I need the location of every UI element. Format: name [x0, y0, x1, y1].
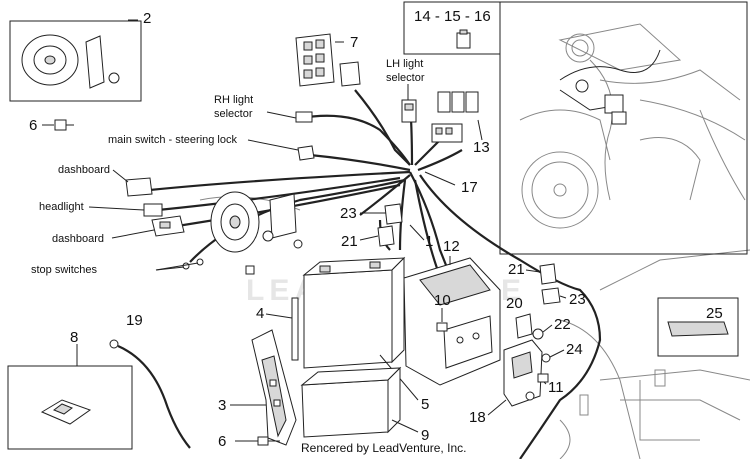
label-lh-light-2: selector — [386, 72, 425, 84]
label-dashboard-1: dashboard — [58, 164, 110, 176]
battery-tray-part-9 — [300, 366, 402, 438]
fuse-part — [456, 32, 471, 49]
callout-24: 24 — [566, 341, 583, 358]
callout-8: 8 — [70, 329, 78, 346]
callout-4: 4 — [256, 305, 264, 322]
callout-6-bottom: 6 — [218, 433, 226, 450]
callout-13: 13 — [473, 139, 490, 156]
callout-22: 22 — [554, 316, 571, 333]
callout-21-right: 21 — [508, 261, 525, 278]
dashboard-connector-1 — [125, 177, 153, 197]
rh-selector-connector — [295, 111, 313, 123]
screw-part-11 — [537, 373, 549, 383]
callout-3: 3 — [218, 397, 226, 414]
label-main-switch: main switch - steering lock — [108, 134, 237, 146]
callout-17: 17 — [461, 179, 478, 196]
label-headlight: headlight — [39, 201, 84, 213]
render-credit: Rencered by LeadVenture, Inc. — [301, 441, 466, 455]
pad-inset-box — [657, 297, 739, 357]
relay-21-right — [539, 263, 557, 285]
callout-18: 18 — [469, 409, 486, 426]
screw-6-top — [42, 119, 74, 131]
callout-2: 2 — [143, 10, 151, 27]
callout-21-center: 21 — [341, 233, 358, 250]
lh-selector-connector — [401, 99, 417, 123]
bracket-part-20 — [515, 313, 533, 339]
label-dashboard-2: dashboard — [52, 233, 104, 245]
callout-10: 10 — [434, 292, 451, 309]
label-stop-switches: stop switches — [31, 264, 98, 276]
regulator-part-18 — [503, 339, 543, 407]
callout-5: 5 — [421, 396, 429, 413]
label-lh-light-1: LH light — [386, 58, 423, 70]
strap-part-4 — [291, 297, 299, 361]
callout-11: 11 — [548, 379, 564, 396]
relay-21-23-center — [377, 203, 403, 247]
dashboard-connector-2 — [151, 215, 185, 237]
screw-horn-bottom — [245, 265, 255, 275]
bracket-part-3 — [251, 329, 297, 446]
main-switch-connector — [297, 145, 315, 161]
label-rh-light-1: RH light — [214, 94, 253, 106]
battery-part-5 — [302, 256, 406, 369]
clip-inset-box — [7, 344, 133, 450]
callout-6-top: 6 — [29, 117, 37, 134]
callout-12: 12 — [443, 238, 460, 255]
battery-holder-part-12 — [403, 257, 501, 386]
nut-part-24 — [541, 353, 551, 363]
callout-1: 1 — [425, 233, 433, 250]
horn-nut — [108, 72, 120, 84]
screw-6-bottom — [235, 436, 280, 446]
callout-7: 7 — [350, 34, 358, 51]
horn-bracket — [85, 35, 105, 89]
horn-inset-box — [9, 19, 142, 102]
callout-19: 19 — [126, 312, 143, 329]
callout-25: 25 — [706, 305, 723, 322]
callout-9: 9 — [421, 427, 429, 444]
callout-14-15-16: 14 - 15 - 16 — [414, 8, 491, 25]
fuse-box-part-7 — [295, 33, 361, 87]
horn-mounted — [210, 191, 303, 253]
callout-23-center: 23 — [340, 205, 357, 222]
callout-23-right: 23 — [569, 291, 586, 308]
scooter-overview-box — [499, 1, 748, 255]
spacer-part-22 — [532, 328, 544, 340]
relay-group-13 — [431, 91, 483, 143]
headlight-connector — [143, 203, 163, 217]
screw-10 — [436, 322, 448, 332]
label-rh-light-2: selector — [214, 108, 253, 120]
cable-part-19 — [109, 339, 191, 449]
relay-23-right — [541, 287, 561, 305]
stop-switch-connectors — [182, 258, 204, 270]
callout-20: 20 — [506, 295, 523, 312]
